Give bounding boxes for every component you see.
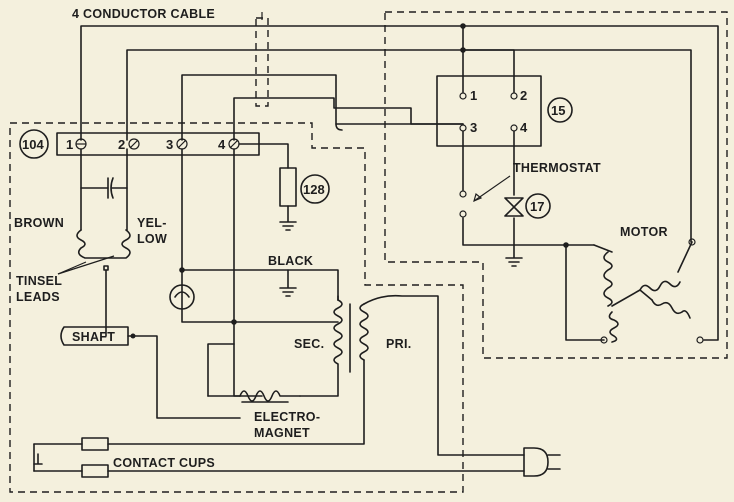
contact-cups-label: CONTACT CUPS xyxy=(113,456,215,470)
shaft xyxy=(60,326,241,419)
contact-cups xyxy=(33,437,525,478)
electromagnet-label-2: MAGNET xyxy=(254,426,310,440)
shaft-label: SHAFT xyxy=(72,330,115,344)
strip-terminal-1: 1 xyxy=(66,137,73,152)
electromagnet-label-1: ELECTRO- xyxy=(254,410,320,424)
thermostat-17 xyxy=(459,130,567,267)
strip-terminal-4: 4 xyxy=(218,137,226,152)
control-to-motor-wires xyxy=(335,123,343,131)
callout-17: 17 xyxy=(525,193,551,219)
switch-box-wires xyxy=(459,23,518,132)
switch-terminal-4: 4 xyxy=(520,120,528,135)
svg-text:104: 104 xyxy=(22,137,44,152)
resistor-128: 128 xyxy=(238,143,330,231)
switch-box-15 xyxy=(436,75,542,147)
svg-text:15: 15 xyxy=(551,103,565,118)
tinsel-label-2: LEADS xyxy=(16,290,60,304)
cable-conductors xyxy=(80,25,719,341)
motor-unit-enclosure xyxy=(384,11,728,359)
switch-terminal-3: 3 xyxy=(470,120,477,135)
electromagnet xyxy=(207,343,301,403)
plug-icon xyxy=(523,447,561,477)
black-label: BLACK xyxy=(268,254,313,268)
thermostat-label: THERMOSTAT xyxy=(513,161,601,175)
sec-label: SEC. xyxy=(294,337,324,351)
transformer xyxy=(107,294,525,456)
terminal-screws xyxy=(75,138,240,150)
pri-label: PRI. xyxy=(386,337,412,351)
callout-15: 15 xyxy=(547,97,573,123)
switch-terminal-1: 1 xyxy=(470,88,477,103)
cable-label: 4 CONDUCTOR CABLE xyxy=(72,7,215,21)
tinsel-label-1: TINSEL xyxy=(16,274,62,288)
lamp-circuit xyxy=(169,148,339,397)
motor-label: MOTOR xyxy=(620,225,668,239)
yellow-label-1: YEL- xyxy=(137,216,167,230)
callout-104: 104 xyxy=(19,129,49,159)
control-unit-enclosure xyxy=(9,122,464,493)
capacitor-and-leads xyxy=(57,148,131,337)
strip-terminal-2: 2 xyxy=(118,137,125,152)
svg-text:17: 17 xyxy=(530,199,544,214)
svg-text:128: 128 xyxy=(303,182,325,197)
strip-terminal-3: 3 xyxy=(166,137,173,152)
motor-windings xyxy=(563,238,704,344)
cable-sheath xyxy=(255,17,269,107)
switch-terminal-2: 2 xyxy=(520,88,527,103)
yellow-label-2: LOW xyxy=(137,232,167,246)
brown-label: BROWN xyxy=(14,216,64,230)
